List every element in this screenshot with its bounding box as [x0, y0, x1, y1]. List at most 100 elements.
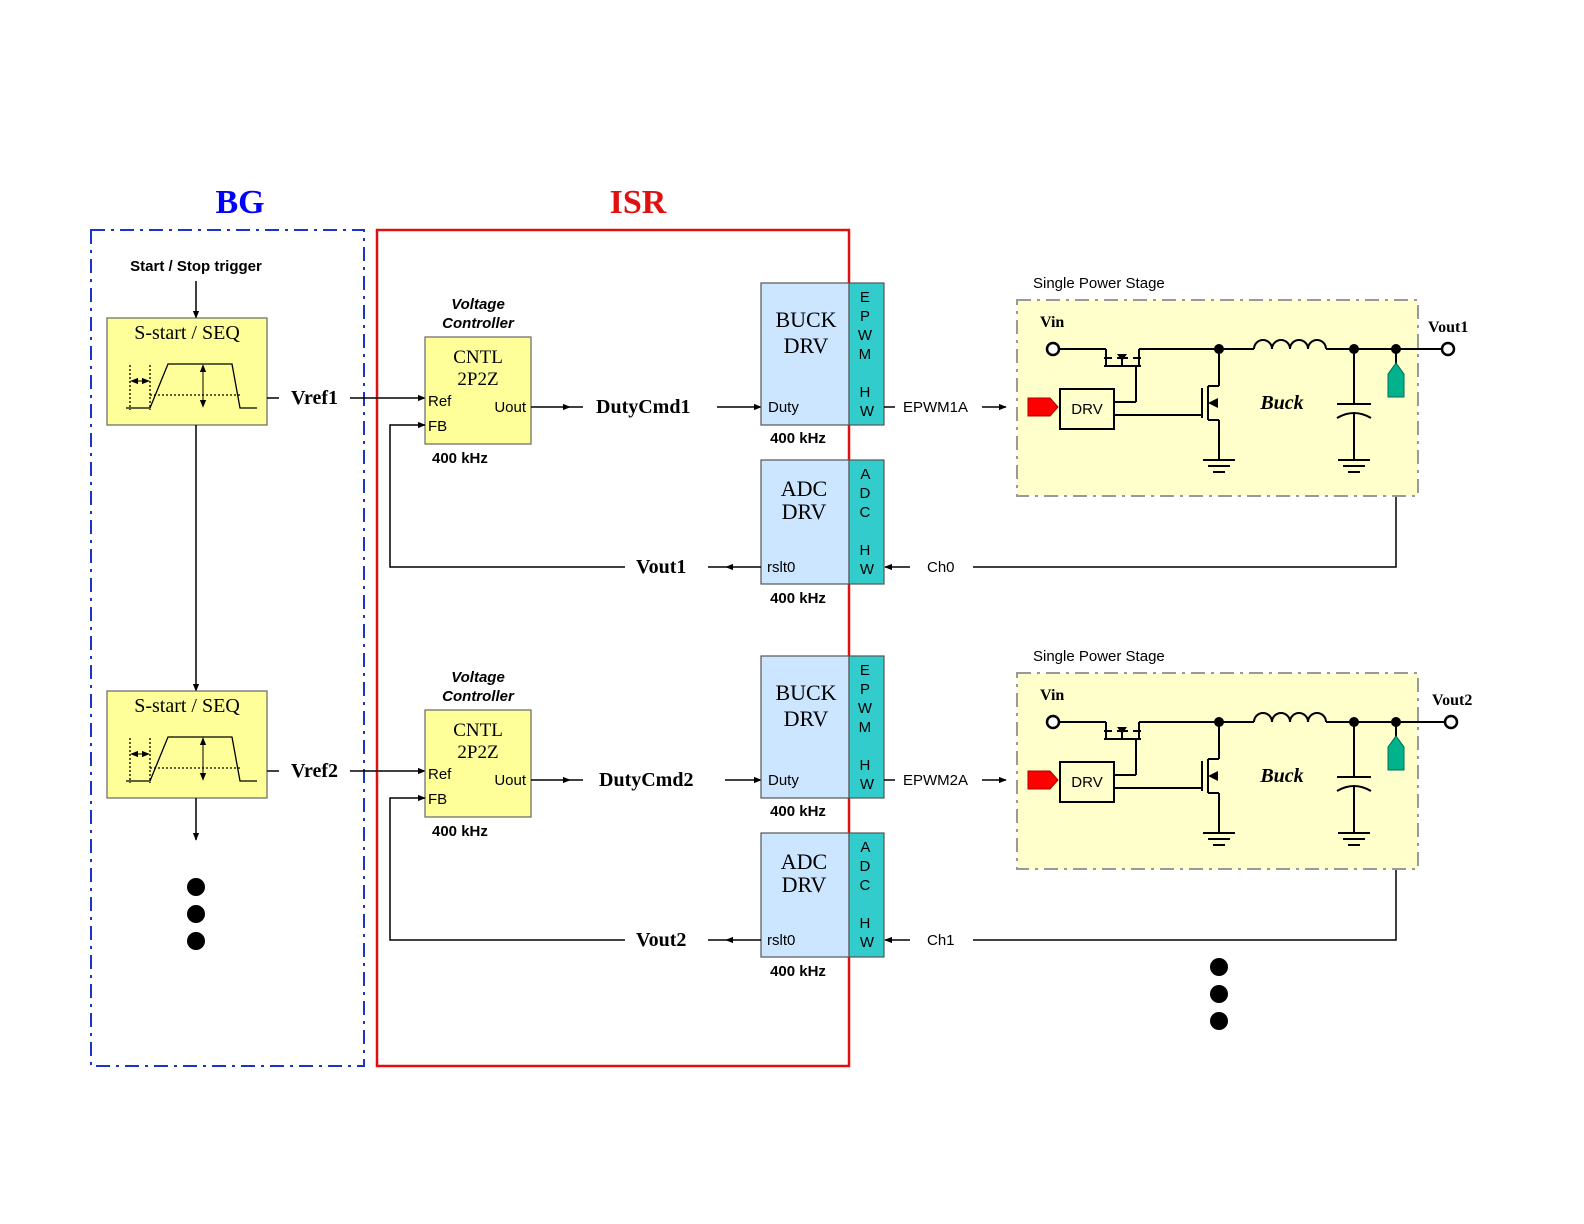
- adc-drv-subtitle: DRV: [782, 499, 827, 524]
- buck-label: Buck: [1259, 392, 1303, 414]
- controller-title: CNTL: [453, 720, 503, 741]
- hw-letter: P: [860, 308, 870, 325]
- controller-caption: Voltage: [451, 669, 505, 686]
- adc-drv-freq: 400 kHz: [770, 963, 826, 980]
- pwm-input-marker-icon: [1027, 770, 1059, 790]
- controller-caption: Controller: [442, 688, 515, 705]
- svg-text:E P W M: E P W M H W: [858, 289, 876, 420]
- vref1-label: Vref1: [291, 387, 338, 409]
- adc-hw-strip-1: A D C H W: [848, 459, 885, 585]
- sstart-label: S-start / SEQ: [134, 322, 240, 344]
- hw-letter: W: [860, 561, 875, 578]
- bg-region-box: [90, 229, 365, 1067]
- mosfet-hs-arrow-icon: [1117, 354, 1127, 361]
- hw-letter: C: [859, 504, 870, 521]
- pwm-input-marker-icon: [1027, 397, 1059, 417]
- buck-drv-title: BUCK: [775, 680, 836, 705]
- adc-drv-block-2: ADC DRV rslt0: [760, 832, 850, 958]
- high-side-mosfet-icon: [1104, 349, 1141, 403]
- more-stages-ellipsis: [1210, 958, 1228, 1030]
- hw-letter: M: [859, 719, 872, 736]
- svg-text:A D C H: A D C H W: [859, 839, 874, 951]
- epwm-hw-strip-1: E P W M H W: [848, 282, 885, 426]
- hw-letter: P: [860, 681, 870, 698]
- dutycmd2-label: DutyCmd2: [599, 769, 693, 791]
- controller-type: 2P2Z: [457, 369, 498, 390]
- buck-drv-freq: 400 kHz: [770, 430, 826, 447]
- hw-letter: H: [859, 384, 870, 401]
- hw-letter: H: [859, 915, 870, 932]
- buck-drv-subtitle: DRV: [784, 333, 829, 358]
- ch1-label: Ch1: [927, 932, 955, 949]
- sstart-label: S-start / SEQ: [134, 695, 240, 717]
- controller-freq: 400 kHz: [432, 823, 488, 840]
- vout-terminal: [1443, 714, 1459, 730]
- bg-region-title: BG: [215, 184, 264, 221]
- dutycmd1-label: DutyCmd1: [596, 396, 690, 418]
- more-sequencers-ellipsis: [187, 878, 205, 950]
- hw-letter: D: [859, 858, 870, 875]
- adc-drv-subtitle: DRV: [782, 872, 827, 897]
- drv-box: [1059, 761, 1115, 803]
- vout1-feedback-label: Vout1: [636, 556, 686, 578]
- hw-letter: W: [860, 403, 875, 420]
- buck-drv-freq: 400 kHz: [770, 803, 826, 820]
- power-stage-title: Single Power Stage: [1033, 648, 1165, 665]
- power-stage-2: Vin: [1016, 672, 1472, 870]
- rslt0-port: rslt0: [767, 932, 795, 949]
- fb-return-wire-2: [389, 794, 625, 941]
- hw-letter: W: [858, 700, 873, 717]
- drv-label: DRV: [1071, 774, 1102, 791]
- power-stage-1: Vin: [0, 0, 1468, 497]
- fb-return-wire-1: [389, 421, 625, 568]
- ramp-waveform-icon: [126, 363, 257, 410]
- adc-hw-strip-2: A D C H W: [848, 832, 885, 958]
- buck-drv-block-2: BUCK DRV Duty: [760, 655, 850, 799]
- adc-drv-title: ADC: [781, 849, 827, 874]
- drv-label: DRV: [1071, 401, 1102, 418]
- sense-marker-icon: [0, 0, 1088, 2]
- sstart-block-2: S-start / SEQ: [106, 690, 268, 799]
- buck-label: Buck: [1259, 765, 1303, 787]
- rslt0-port: rslt0: [767, 559, 795, 576]
- capacitor-icon: [1336, 722, 1372, 846]
- fb-port: FB: [428, 418, 447, 435]
- epwm2-label: EPWM2A: [903, 772, 968, 789]
- hw-letter: E: [860, 289, 870, 306]
- adc-drv-title: ADC: [781, 476, 827, 501]
- duty-port: Duty: [768, 772, 799, 789]
- adc-drv-block-1: ADC DRV rslt0: [760, 459, 850, 585]
- controller-caption: Voltage: [451, 296, 505, 313]
- hw-letter: D: [859, 485, 870, 502]
- vref2-label: Vref2: [291, 760, 338, 782]
- buck-drv-subtitle: DRV: [784, 706, 829, 731]
- vout2-feedback-label: Vout2: [636, 929, 686, 951]
- controller-type: 2P2Z: [457, 742, 498, 763]
- inductor-icon: [1253, 712, 1327, 723]
- sstart-block-1: S-start / SEQ: [106, 317, 268, 426]
- ramp-waveform-icon: [126, 736, 257, 783]
- vin-label: Vin: [1040, 687, 1064, 704]
- ref-port: Ref: [428, 766, 452, 783]
- isr-region-box: [375, 228, 851, 1068]
- hw-letter: E: [860, 662, 870, 679]
- ref-port: Ref: [428, 393, 452, 410]
- hw-letter: A: [860, 839, 870, 856]
- duty-port: Duty: [768, 399, 799, 416]
- inductor-icon: [1253, 339, 1327, 350]
- controller-title: CNTL: [453, 347, 503, 368]
- hw-letter: W: [860, 776, 875, 793]
- vin-terminal: [1045, 341, 1061, 357]
- ground-icon: [1203, 459, 1235, 473]
- hw-letter: A: [860, 466, 870, 483]
- ground-icon: [1203, 832, 1235, 846]
- epwm1-label: EPWM1A: [903, 399, 968, 416]
- hw-letter: C: [859, 877, 870, 894]
- hw-letter: W: [860, 934, 875, 951]
- ch0-label: Ch0: [927, 559, 955, 576]
- capacitor-icon: [1336, 349, 1372, 473]
- hw-letter: M: [859, 346, 872, 363]
- mosfet-hs-arrow-icon: [1117, 727, 1127, 734]
- svg-text:E P W M: E P W M H W: [858, 662, 876, 793]
- controller-caption: Controller: [442, 315, 515, 332]
